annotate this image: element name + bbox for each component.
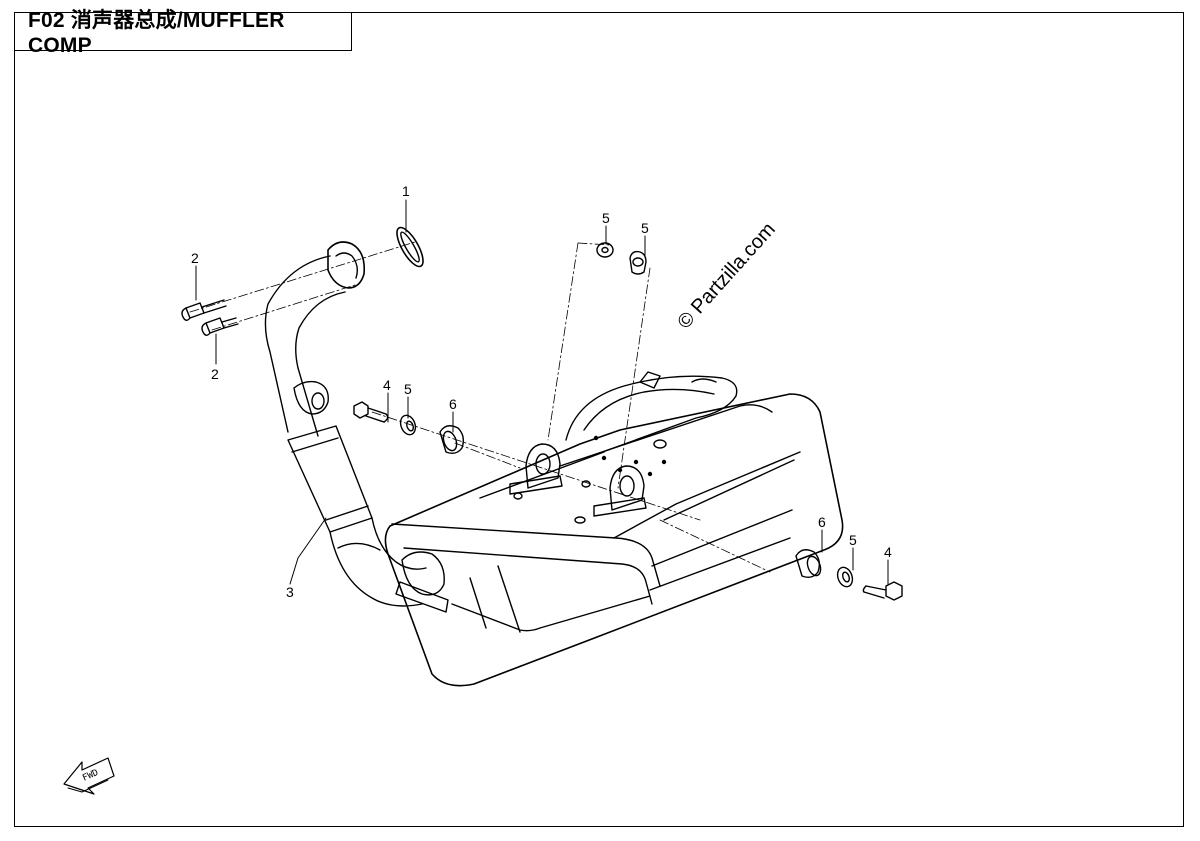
callout-3: 3 xyxy=(286,584,294,600)
callout-5-left: 5 xyxy=(404,381,412,397)
callout-5-top-right: 5 xyxy=(641,220,649,236)
callout-4-left: 4 xyxy=(383,377,391,393)
assembly-guide-lines xyxy=(189,241,771,573)
callout-leaders xyxy=(195,199,889,585)
fwd-label: FWD xyxy=(81,768,100,784)
callout-1: 1 xyxy=(402,183,410,199)
callout-5-right: 5 xyxy=(849,532,857,548)
fwd-arrow-icon: FWD xyxy=(63,757,115,795)
collar-part-5-top-right[interactable] xyxy=(629,250,647,275)
bolt-part-4-right[interactable] xyxy=(862,581,903,601)
stud-part-2-upper[interactable] xyxy=(181,299,227,321)
stud-part-2-lower[interactable] xyxy=(201,317,239,336)
gasket-part-1[interactable] xyxy=(392,224,428,270)
callout-2-upper: 2 xyxy=(191,250,199,266)
exhaust-pipe-part-3[interactable] xyxy=(264,241,449,613)
muffler-body[interactable] xyxy=(384,371,844,687)
callout-labels: 1 2 2 3 4 5 6 5 5 6 5 4 xyxy=(191,183,892,600)
washer-part-5-right[interactable] xyxy=(835,565,855,589)
callout-6-right: 6 xyxy=(818,514,826,530)
callout-6-left: 6 xyxy=(449,396,457,412)
callout-2-lower: 2 xyxy=(211,366,219,382)
callout-5-top-left: 5 xyxy=(602,210,610,226)
washer-part-5-left[interactable] xyxy=(398,413,418,437)
grommet-part-6-left[interactable] xyxy=(439,425,465,455)
partzilla-watermark: © Partzilla.com xyxy=(673,218,780,333)
washer-part-5-top-left[interactable] xyxy=(596,242,614,258)
callout-4-right: 4 xyxy=(884,544,892,560)
bolt-part-4-left[interactable] xyxy=(353,401,389,423)
grommet-part-6-right[interactable] xyxy=(795,549,823,579)
drawing-frame xyxy=(14,12,1184,827)
